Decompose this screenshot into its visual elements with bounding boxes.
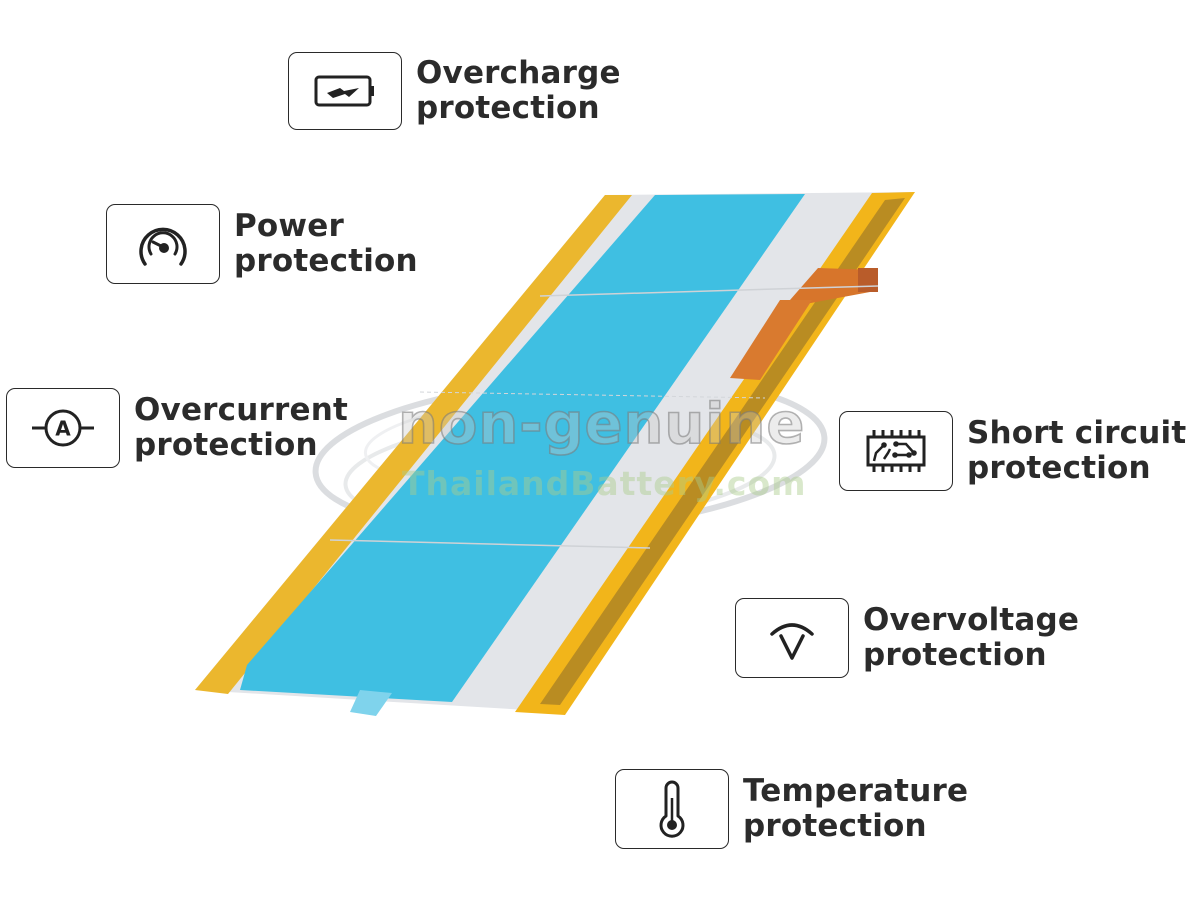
short-circuit-icon-box (839, 411, 953, 491)
overcharge-icon-box (288, 52, 402, 130)
overvoltage-label: Overvoltage protection (863, 602, 1080, 673)
feature-overcharge: Overcharge protection (288, 52, 621, 130)
feature-overcurrent: A Overcurrent protection (6, 388, 348, 468)
battery-charge-icon (314, 75, 374, 107)
power-icon-box (106, 204, 220, 284)
temperature-icon-box (615, 769, 729, 849)
circuit-chip-icon (866, 430, 926, 472)
ammeter-icon: A (32, 409, 94, 447)
svg-text:A: A (55, 417, 71, 441)
overcurrent-label: Overcurrent protection (134, 392, 349, 463)
watermark-non-genuine: non-genuine (397, 391, 806, 458)
thermometer-icon (659, 780, 685, 838)
overcharge-label: Overcharge protection (416, 55, 621, 126)
voltage-icon (770, 623, 814, 660)
gauge-icon (139, 227, 187, 266)
short-circuit-label: Short circuit protection (967, 415, 1187, 486)
overvoltage-icon-box (735, 598, 849, 678)
feature-temperature: Temperature protection (615, 769, 968, 849)
overcurrent-icon-box: A (6, 388, 120, 468)
feature-power: Power protection (106, 204, 418, 284)
watermark-site: ThailandBattery.com (402, 464, 807, 503)
temperature-label: Temperature protection (743, 773, 969, 844)
feature-overvoltage: Overvoltage protection (735, 598, 1079, 678)
power-label: Power protection (234, 208, 418, 279)
feature-short-circuit: Short circuit protection (839, 411, 1186, 491)
